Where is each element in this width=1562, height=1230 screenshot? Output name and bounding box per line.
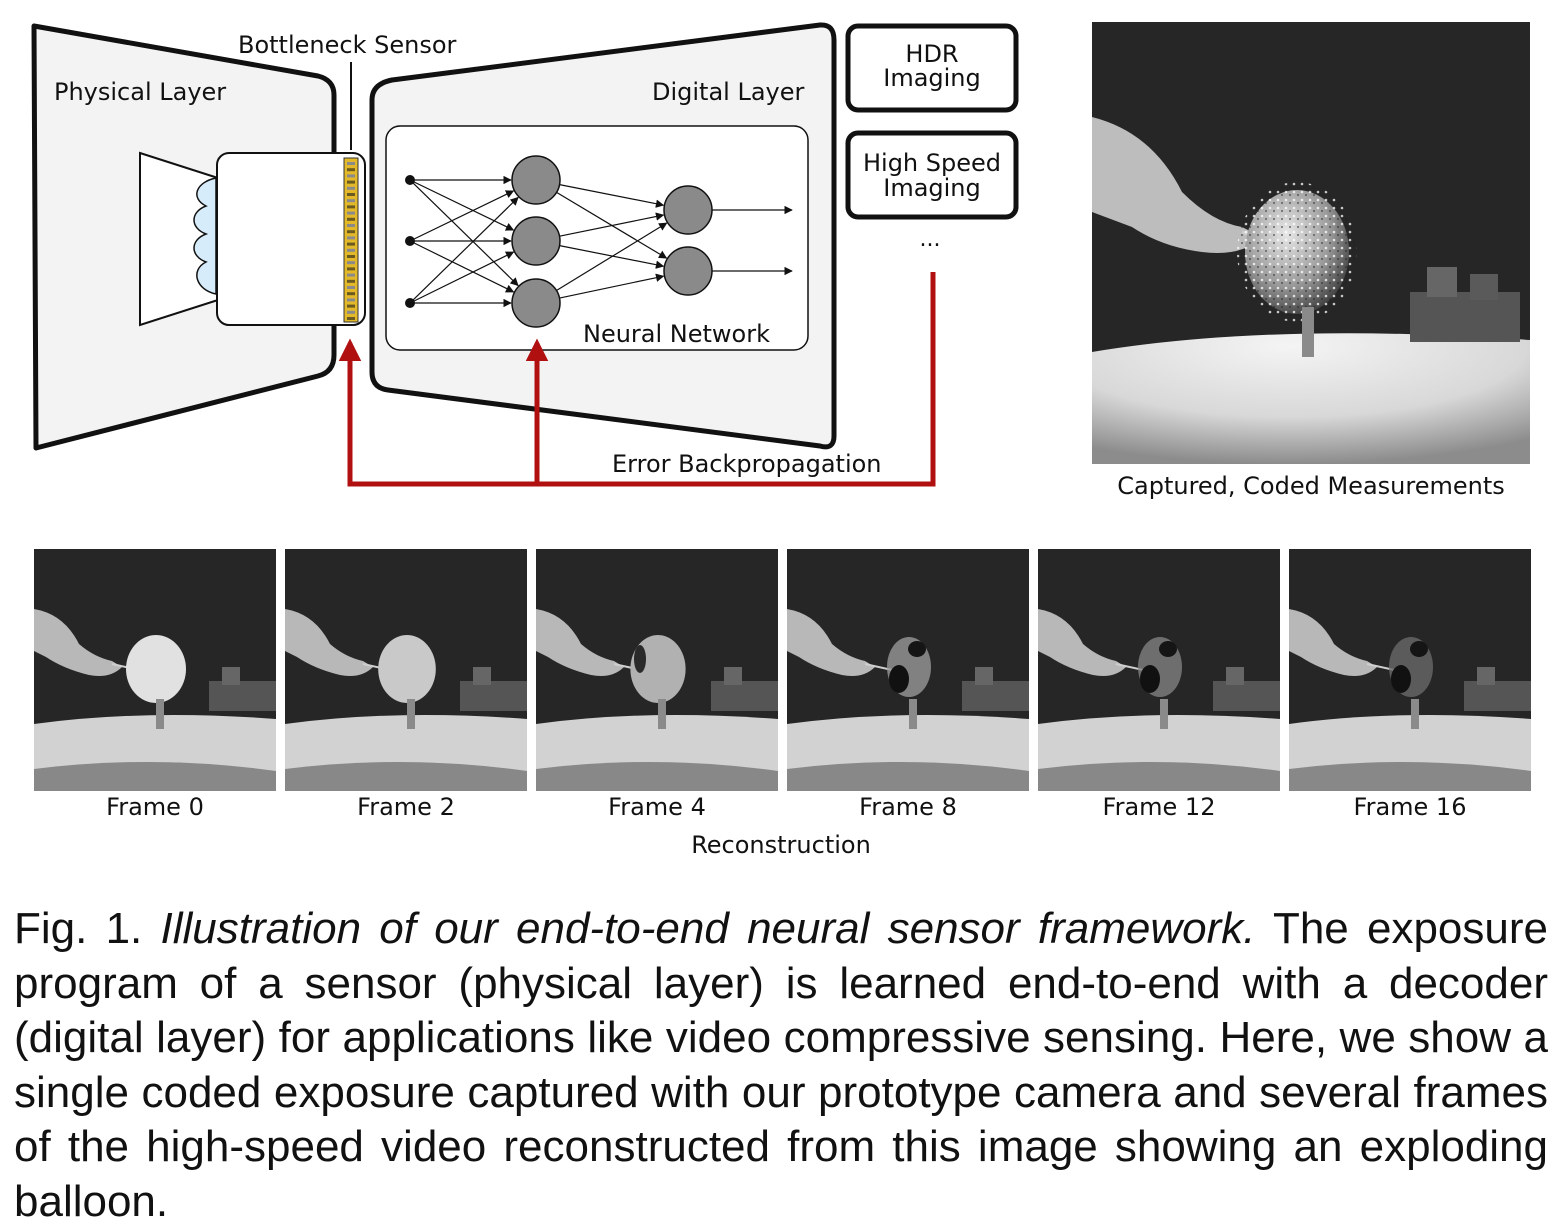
- hidden-neuron: [511, 155, 561, 205]
- input-edge: [412, 182, 519, 287]
- caption-prefix: Fig. 1.: [14, 904, 143, 953]
- hidden-edge: [559, 273, 665, 299]
- input-edge: [413, 190, 515, 240]
- sensor-pixel: [347, 168, 355, 172]
- reconstruction-frame-image: [536, 549, 778, 791]
- hidden-edge: [556, 222, 668, 291]
- sensor-pixels: [347, 162, 355, 320]
- neural-network-edges: [412, 175, 793, 308]
- reconstruction-frame-image: [1038, 549, 1280, 791]
- error-backprop-label: Error Backpropagation: [612, 450, 882, 478]
- hdr-imaging-box: [845, 23, 1019, 113]
- framework-diagram: Physical Layer Bottleneck Sensor Digital…: [31, 22, 1019, 487]
- sensor-pixel: [347, 224, 355, 227]
- frame-scene-illustration: [1038, 549, 1280, 791]
- hidden-edge: [559, 212, 665, 237]
- input-edge: [413, 251, 515, 302]
- sensor-pixel: [347, 236, 355, 240]
- sensor-pixel: [347, 180, 355, 184]
- sensor-pixel: [347, 273, 355, 277]
- sensor-pixel: [347, 242, 355, 246]
- reconstruction-frame-image: [285, 549, 527, 791]
- frame-label: Frame 0: [106, 793, 204, 821]
- sensor-pixel: [347, 292, 355, 296]
- sensor-pixel: [347, 286, 355, 289]
- sensor-pixel: [347, 186, 355, 190]
- sensor-pixel: [347, 162, 355, 165]
- camera-body: [216, 152, 366, 326]
- captured-measurements-label: Captured, Coded Measurements: [1117, 472, 1505, 500]
- frame-scene-illustration: [787, 549, 1029, 791]
- frame-scene-illustration: [1289, 549, 1531, 791]
- sensor-pixel: [347, 193, 355, 196]
- neural-network-label: Neural Network: [583, 320, 770, 348]
- frame-label: Frame 2: [357, 793, 455, 821]
- sensor-pixel: [347, 261, 355, 265]
- input-node: [405, 236, 415, 246]
- sensor-pixel: [347, 248, 355, 252]
- hidden-edge: [559, 245, 665, 269]
- physical-layer-label: Physical Layer: [54, 78, 226, 106]
- frame-label: Frame 8: [859, 793, 957, 821]
- frame-scene-illustration: [34, 549, 276, 791]
- input-node: [405, 298, 415, 308]
- bottleneck-sensor-label: Bottleneck Sensor: [238, 31, 457, 59]
- sensor-pixel: [347, 310, 355, 314]
- frame-label: Frame 12: [1102, 793, 1216, 821]
- hdr-imaging-label-line1: HDR: [905, 40, 958, 68]
- sensor-pixel: [347, 298, 355, 302]
- figure-caption: Fig. 1. Illustration of our end-to-end n…: [14, 902, 1548, 1229]
- input-node: [405, 175, 415, 185]
- captured-measurement-image: [1092, 22, 1530, 464]
- frame-label: Frame 4: [608, 793, 706, 821]
- sensor-pixel: [347, 304, 355, 308]
- reconstruction-frame-image: [1289, 549, 1531, 791]
- lens-element-icon: [193, 177, 217, 295]
- frame-label: Frame 16: [1353, 793, 1467, 821]
- digital-layer-label: Digital Layer: [652, 78, 805, 106]
- hidden-neuron: [511, 278, 561, 328]
- high-speed-label-line1: High Speed: [863, 149, 1001, 177]
- high-speed-imaging-box: [845, 130, 1019, 220]
- caption-body: The exposure program of a sensor (physic…: [14, 904, 1548, 1226]
- hidden-neuron: [511, 216, 561, 266]
- reconstruction-label: Reconstruction: [691, 831, 871, 859]
- caption-title: Illustration of our end-to-end neural se…: [160, 904, 1256, 953]
- reconstruction-frame-image: [34, 549, 276, 791]
- sensor-pixel: [347, 230, 355, 234]
- reconstruction-frame-image: [787, 549, 1029, 791]
- sensor-pixel: [347, 267, 355, 271]
- sensor-pixel: [347, 217, 355, 221]
- input-edge: [412, 196, 519, 301]
- output-neuron: [663, 185, 713, 235]
- hidden-edge: [559, 184, 665, 208]
- input-edge: [413, 242, 515, 293]
- sensor-pixel: [347, 174, 355, 178]
- frame-scene-illustration: [536, 549, 778, 791]
- sensor-pixel: [347, 279, 355, 283]
- output-neuron: [663, 246, 713, 296]
- sensor-pixel: [347, 199, 355, 203]
- high-speed-label-line2: Imaging: [883, 174, 981, 202]
- captured-scene-illustration: [1092, 22, 1530, 464]
- error-backprop-path: [338, 272, 936, 487]
- neural-network-nodes: [405, 155, 713, 328]
- frame-scene-illustration: [285, 549, 527, 791]
- input-edge: [413, 181, 515, 231]
- sensor-pixel: [347, 211, 355, 215]
- hdr-imaging-label-line2: Imaging: [883, 64, 981, 92]
- sensor-pixel: [347, 317, 355, 320]
- more-applications-ellipsis: ...: [920, 227, 941, 252]
- neural-network-box: [385, 125, 809, 351]
- sensor-pixel: [347, 205, 355, 209]
- sensor-pixel: [347, 255, 355, 258]
